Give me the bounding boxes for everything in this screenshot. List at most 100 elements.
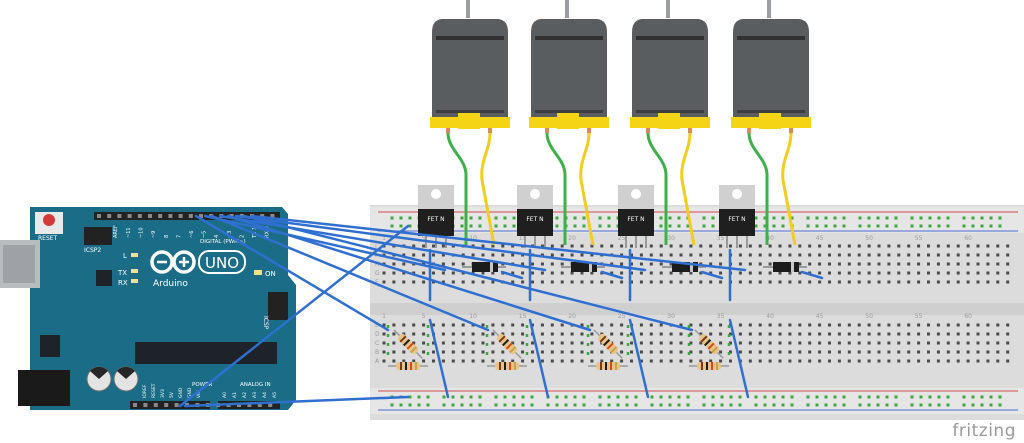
digital-pin-hole[interactable] [97,214,101,218]
breadboard-hole [758,244,762,248]
breadboard-hole [956,271,960,275]
breadboard-hole [847,323,851,327]
header-pin-hole[interactable] [164,403,169,407]
diode-body [472,262,498,272]
header-pin-hole[interactable] [268,403,273,407]
breadboard-hole [580,253,584,257]
breadboard-hole [699,323,703,327]
resistor-band [706,362,708,370]
reset-label: RESET [38,235,58,242]
breadboard-hole [897,262,901,266]
breadboard-hole [630,359,633,363]
breadboard-hole [966,271,970,275]
breadboard-hole [610,359,614,363]
breadboard-hole [927,262,930,266]
header-pin-hole[interactable] [153,403,158,407]
breadboard-hole [946,323,950,327]
rail-hole [971,216,975,220]
digital-pin-hole[interactable] [117,214,122,218]
header-pin-hole[interactable] [257,403,262,407]
breadboard-hole [531,280,534,284]
rail-hole [946,224,950,228]
rail-hole [971,395,975,399]
digital-pin-hole[interactable] [188,214,193,218]
breadboard-hole [877,271,881,275]
breadboard-hole [382,271,386,275]
rail-hole [555,216,559,220]
breadboard-hole [798,359,802,363]
breadboard-hole [877,262,881,266]
motor-body [733,19,809,118]
breadboard-hole [679,271,683,275]
header-pin-hole[interactable] [143,403,148,407]
breadboard-hole [729,332,732,336]
breadboard-hole [897,271,901,275]
breadboard-hole [738,253,742,257]
digital-pin-hole[interactable] [148,214,152,218]
breadboard-hole [432,359,435,363]
digital-pin-hole[interactable] [127,214,132,218]
logo-left-loop [150,250,174,274]
row-letter: J [374,243,377,250]
header-pin-hole[interactable] [133,403,137,407]
breadboard-hole [560,332,564,336]
breadboard-hole [451,323,455,327]
breadboard-hole [600,323,604,327]
column-number-bottom: 30 [667,313,675,320]
breadboard-hole [927,253,930,257]
breadboard-hole [560,359,564,363]
mosfet-label: FET N [526,216,543,223]
breadboard-hole [580,280,584,284]
breadboard-hole [689,280,693,284]
digital-pin-hole[interactable] [137,214,142,218]
l-led [131,253,138,257]
digital-pin-hole[interactable] [270,214,275,218]
digital-pin-hole[interactable] [158,214,163,218]
breadboard-hole [392,341,396,345]
breadboard-hole [580,332,584,336]
breadboard-hole [907,262,911,266]
jumper-wire [628,318,650,399]
rail-hole [790,403,794,407]
motor-lead-yellow [680,132,696,246]
breadboard-hole [630,271,633,275]
rail-hole [634,395,638,399]
digital-pin-hole[interactable] [199,214,203,218]
breadboard-hole [719,271,723,275]
digital-pin-hole[interactable] [168,214,173,218]
breadboard-hole [620,253,624,257]
breadboard-hole [511,359,515,363]
breadboard-hole [887,341,891,345]
breadboard-hole [550,253,554,257]
motor-terminal [646,128,650,133]
breadboard-hole [590,332,594,336]
rail-hole [885,395,889,399]
rail-hole [763,403,767,407]
header-pin-hole[interactable] [247,403,252,407]
breadboard-hole [451,341,455,345]
digital-pin-hole[interactable] [107,214,112,218]
breadboard-hole [649,332,653,336]
motor-shaft [466,0,470,18]
rail-hole [842,224,846,228]
breadboard-hole [521,350,525,354]
breadboard-hole [412,271,416,275]
digital-pin-hole[interactable] [178,214,183,218]
header-pin-hole[interactable] [174,403,179,407]
rail-hole [460,216,464,220]
breadboard-hole [709,253,713,257]
breadboard-hole [758,323,762,327]
breadboard-hole [649,341,653,345]
icsp-header [268,292,288,320]
breadboard-hole [659,323,663,327]
breadboard-hole [986,271,990,275]
breadboard-hole [946,350,950,354]
reset-button[interactable] [43,214,55,226]
breadboard-hole [620,280,624,284]
column-number-top: 5 [422,235,426,242]
breadboard-hole [847,262,851,266]
jumper-wires [178,214,824,408]
breadboard-hole [996,341,1000,345]
breadboard-hole [729,244,732,248]
breadboard-hole [857,332,861,336]
